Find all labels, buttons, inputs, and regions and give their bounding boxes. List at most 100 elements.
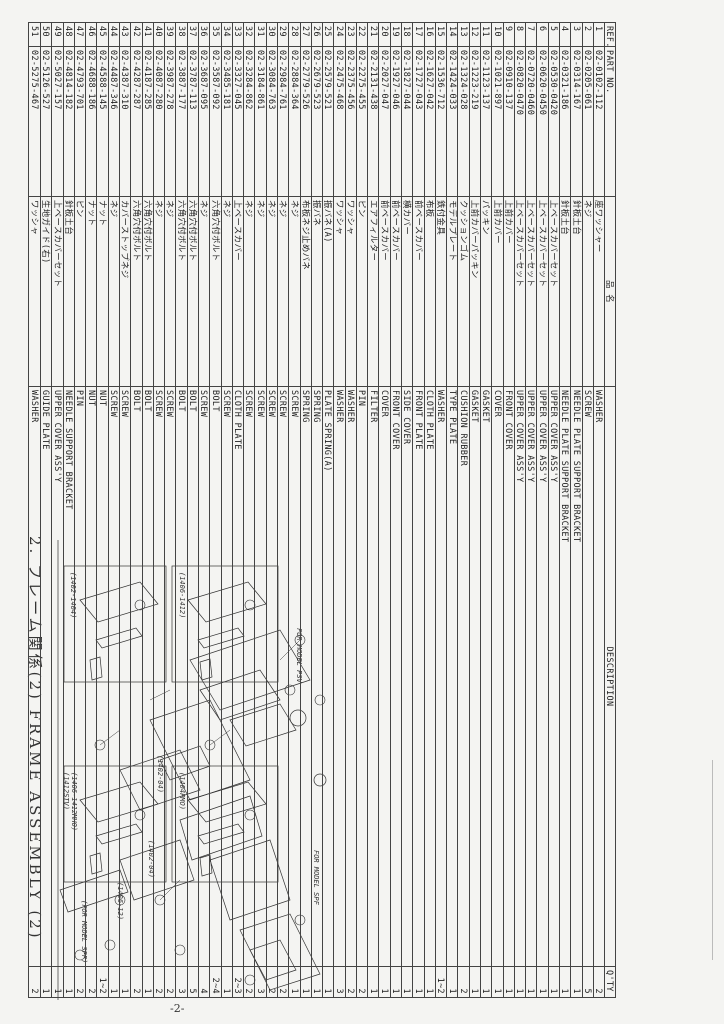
cell-part: 02-1827-044 (401, 46, 413, 197)
cell-part: 02-4814-182 (63, 46, 75, 197)
margin-rule (712, 760, 713, 960)
cell-qty: 1 (503, 966, 515, 998)
cell-jp: 前ベースカバー (378, 196, 391, 387)
cell-part: 02-4387-310 (119, 46, 131, 197)
cell-ref: 22 (356, 22, 368, 47)
cell-jp: 針板土台 (63, 196, 75, 387)
cell-desc: WASHER (333, 386, 346, 967)
cell-jp: ワッシャ (345, 196, 357, 387)
cell-ref: 44 (108, 22, 120, 47)
cell-desc: SPRING (311, 386, 323, 967)
cell-ref: 20 (378, 22, 391, 47)
cell-ref: 7 (525, 22, 537, 47)
cell-ref: 13 (457, 22, 470, 47)
cell-desc: SCREW (108, 386, 120, 967)
cell-jp: 六角穴付ボルト (209, 196, 222, 387)
cell-part: 02-2375-456 (345, 46, 357, 197)
cell-part: 02-3084-763 (266, 46, 278, 197)
cell-desc: SCREW (266, 386, 278, 967)
cell-jp: 前ベースカバー (412, 196, 425, 387)
cell-ref: 14 (446, 22, 458, 47)
cell-qty: 1 (446, 966, 458, 998)
cell-part: 02-3485-181 (221, 46, 233, 197)
cell-qty: 3 (333, 966, 346, 998)
cell-part: 02-1324-028 (457, 46, 470, 197)
cell-ref: 29 (277, 22, 289, 47)
cell-desc: WASHER (593, 386, 605, 967)
cell-desc: UPPER COVER ASS'Y (536, 386, 549, 967)
cell-qty: 1 (367, 966, 379, 998)
cell-qty: 1 (288, 966, 301, 998)
cell-qty: 4 (198, 966, 210, 998)
cell-ref: 2 (582, 22, 594, 47)
cell-ref: 47 (74, 22, 86, 47)
cell-ref: 11 (480, 22, 492, 47)
cell-part: 02-0530-0420 (548, 46, 560, 197)
cell-qty: 1 (469, 966, 481, 998)
cell-ref: 30 (266, 22, 278, 47)
cell-ref: 26 (311, 22, 323, 47)
cell-desc: WASHER (28, 386, 41, 967)
cell-qty: 1 (559, 966, 571, 998)
cell-desc: GASKET (469, 386, 481, 967)
cell-jp: 上ベースカバーセット (514, 196, 526, 387)
cell-desc: FRONT COVER (390, 386, 402, 967)
cell-ref: 15 (435, 22, 447, 47)
header-qty: Q'TY (604, 966, 616, 998)
cell-qty: 1 (40, 966, 52, 998)
cell-part: 02-4688-186 (85, 46, 97, 197)
cell-qty: 1 (322, 966, 334, 998)
cell-jp: ナット (85, 196, 97, 387)
cell-qty: 1 (300, 966, 312, 998)
exploded-diagram: 2. フレーム関係(2) FRAME ASSEMBLY (2) (1402-14… (0, 0, 330, 1024)
cell-qty: 2 (164, 966, 176, 998)
cell-part: 02-2475-468 (333, 46, 346, 197)
cell-desc: BOLT (187, 386, 199, 967)
cell-desc: GASKET (480, 386, 492, 967)
callout-circles (74, 599, 326, 986)
table-header-row: REF.NO. PART NO. 品 名 DESCRIPTION Q'TY (604, 22, 616, 998)
cell-qty: 1 (480, 966, 492, 998)
header-part: PART NO. (604, 46, 616, 197)
cell-qty: 1 (51, 966, 64, 998)
cell-desc: FRONT COVER (503, 386, 515, 967)
cell-desc: GUIDE PLATE (40, 386, 52, 967)
cell-part: 02-5126-527 (40, 46, 52, 197)
subpanel-box-4 (171, 765, 279, 883)
cell-part: 02-3587-092 (209, 46, 222, 197)
cell-jp: 布板ネジ止めバネ (300, 196, 312, 387)
cell-qty: 5 (582, 966, 594, 998)
cell-desc: WASHER (435, 386, 447, 967)
cell-qty: 2 (243, 966, 255, 998)
cell-jp: ネジ (582, 196, 594, 387)
cell-ref: 8 (514, 22, 526, 47)
cell-ref: 28 (288, 22, 301, 47)
cell-ref: 45 (96, 22, 109, 47)
cell-jp: 生地ガイド(右) (40, 196, 52, 387)
cell-jp: 六角穴付ボルト (130, 196, 143, 387)
cell-desc: UPPER COVER ASS'Y (525, 386, 537, 967)
cell-jp: 上ベースカバーセット (51, 196, 64, 387)
